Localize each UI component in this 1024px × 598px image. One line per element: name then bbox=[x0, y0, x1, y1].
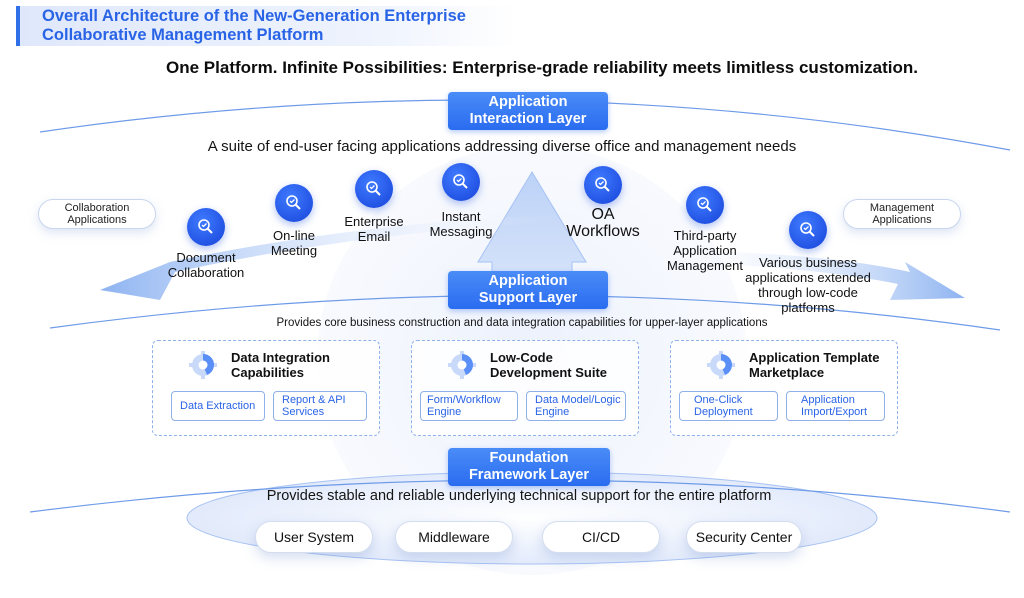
search-key-icon bbox=[442, 163, 480, 201]
app-label: On-line Meeting bbox=[270, 228, 318, 258]
category-management: Management Applications bbox=[843, 199, 961, 229]
foundation-layer-badge-line1: Foundation bbox=[489, 450, 569, 466]
page-title: Overall Architecture of the New-Generati… bbox=[16, 6, 516, 46]
component-security-center[interactable]: Security Center bbox=[686, 521, 802, 553]
app-label: OA Workflows bbox=[566, 206, 640, 240]
app-enterprise-email[interactable]: Enterprise Email bbox=[304, 170, 444, 244]
search-key-icon bbox=[686, 186, 724, 224]
module-title-line1: Data Integration bbox=[231, 350, 330, 365]
module-template-marketplace: Application Template Marketplace One-Cli… bbox=[670, 340, 898, 436]
module-title-line2: Development Suite bbox=[490, 365, 608, 380]
app-online-meeting[interactable]: On-line Meeting bbox=[224, 184, 364, 258]
foundation-layer-description: Provides stable and reliable underlying … bbox=[266, 488, 772, 504]
title-line-2: Collaborative Management Platform bbox=[42, 26, 324, 44]
search-key-icon bbox=[187, 208, 225, 246]
module-low-code: Low-Code Development Suite Form/Workflow… bbox=[411, 340, 639, 436]
right-curve-arrow bbox=[660, 250, 965, 300]
module-title-line2: Marketplace bbox=[749, 365, 825, 380]
category-collaboration: Collaboration Applications bbox=[38, 199, 156, 229]
support-layer-badge-line2: Support Layer bbox=[478, 290, 578, 306]
left-curve-arrow bbox=[100, 215, 560, 300]
interaction-layer-badge: Application Interaction Layer bbox=[448, 92, 608, 130]
gear-icon bbox=[448, 351, 476, 379]
app-instant-messaging[interactable]: Instant Messaging bbox=[391, 163, 531, 239]
interaction-layer-description: A suite of end-user facing applications … bbox=[207, 138, 797, 155]
tagline: One Platform. Infinite Possibilities: En… bbox=[166, 58, 918, 77]
sub-chip-report-api[interactable]: Report & API Services bbox=[273, 391, 367, 421]
support-layer-description: Provides core business construction and … bbox=[276, 317, 768, 329]
app-low-code-extensions[interactable]: Various business applications extended t… bbox=[738, 211, 878, 315]
sub-chip-one-click-deployment[interactable]: One-Click Deployment bbox=[679, 391, 778, 421]
app-oa-workflows[interactable]: OA Workflows bbox=[533, 166, 673, 240]
gear-icon bbox=[707, 351, 735, 379]
foundation-layer-badge-line2: Framework Layer bbox=[468, 467, 590, 483]
app-third-party-management[interactable]: Third-party Application Management bbox=[635, 186, 775, 273]
search-key-icon bbox=[789, 211, 827, 249]
sub-chip-import-export[interactable]: Application Import/Export bbox=[786, 391, 885, 421]
module-title-line1: Application Template bbox=[749, 350, 880, 365]
module-title-line2: Capabilities bbox=[231, 365, 304, 380]
interaction-layer-badge-line1: Application bbox=[488, 94, 568, 110]
module-title-line1: Low-Code bbox=[490, 350, 553, 365]
foundation-layer-badge: Foundation Framework Layer bbox=[448, 448, 610, 486]
app-label: Third-party Application Management bbox=[667, 228, 743, 273]
title-line-1: Overall Architecture of the New-Generati… bbox=[42, 7, 466, 25]
search-key-icon bbox=[275, 184, 313, 222]
component-middleware[interactable]: Middleware bbox=[395, 521, 513, 553]
sub-chip-form-workflow[interactable]: Form/Workflow Engine bbox=[420, 391, 518, 421]
support-layer-badge-line1: Application bbox=[488, 273, 568, 289]
sub-chip-data-extraction[interactable]: Data Extraction bbox=[171, 391, 265, 421]
module-data-integration: Data Integration Capabilities Data Extra… bbox=[152, 340, 380, 436]
search-key-icon bbox=[584, 166, 622, 204]
app-document-collaboration[interactable]: Document Collaboration bbox=[136, 208, 276, 280]
app-label: Enterprise Email bbox=[344, 214, 404, 244]
search-key-icon bbox=[355, 170, 393, 208]
component-ci-cd[interactable]: CI/CD bbox=[542, 521, 660, 553]
sub-chip-data-model-logic[interactable]: Data Model/Logic Engine bbox=[526, 391, 626, 421]
component-user-system[interactable]: User System bbox=[255, 521, 373, 553]
app-label: Instant Messaging bbox=[429, 209, 493, 239]
app-label: Document Collaboration bbox=[167, 250, 245, 280]
gear-icon bbox=[189, 351, 217, 379]
interaction-layer-badge-line2: Interaction Layer bbox=[469, 111, 587, 127]
support-layer-badge: Application Support Layer bbox=[448, 271, 608, 309]
app-label: Various business applications extended t… bbox=[745, 255, 871, 315]
